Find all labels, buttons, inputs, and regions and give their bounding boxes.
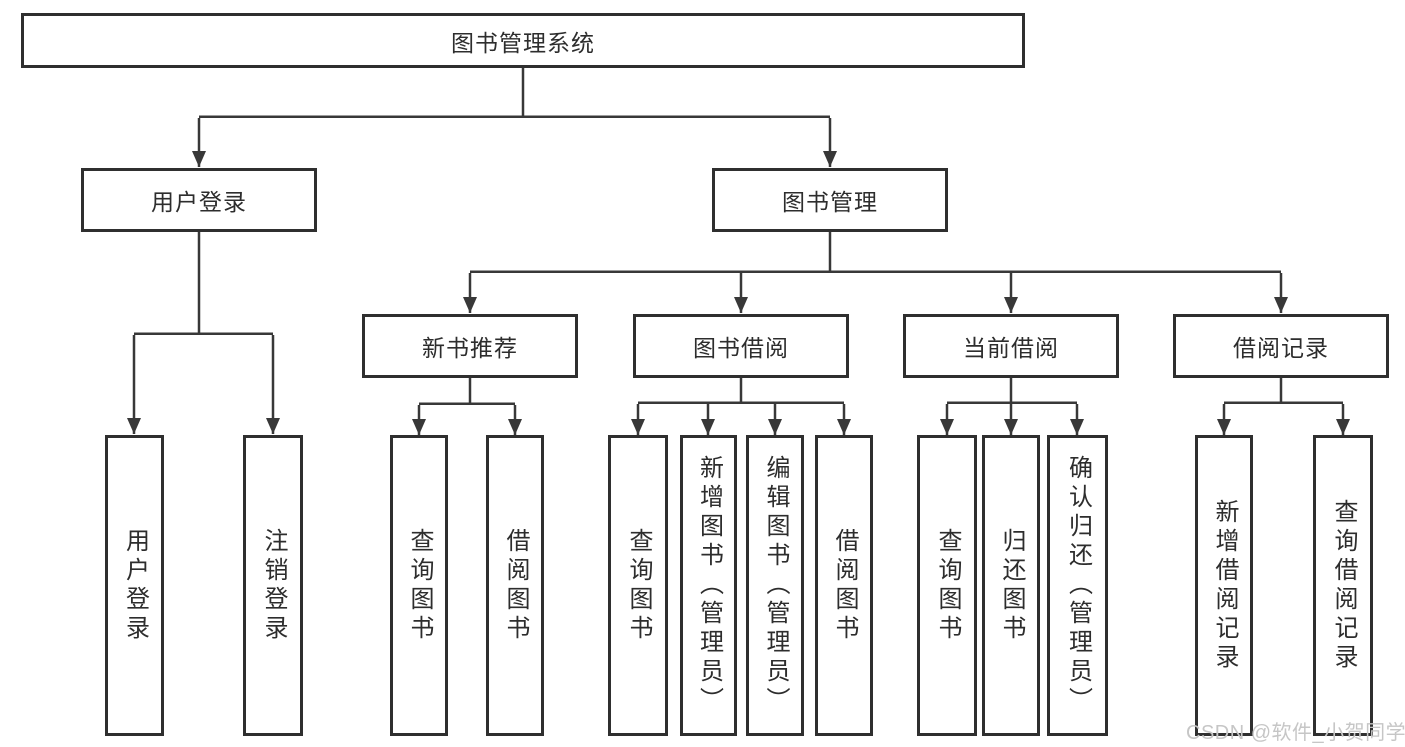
node-nbr-borrow-books-label: 借阅图书 <box>502 527 529 644</box>
node-br-add-record: 新增借阅记录 <box>1195 435 1253 736</box>
edges-current-borrow <box>940 378 1084 435</box>
node-user-login: 用户登录 <box>81 168 317 232</box>
node-bb-query-books: 查询图书 <box>608 435 668 736</box>
node-nbr-query-books-label: 查询图书 <box>406 527 433 644</box>
node-login-label: 用户登录 <box>121 527 149 644</box>
node-root: 图书管理系统 <box>21 13 1025 68</box>
node-new-book-recommend: 新书推荐 <box>362 314 578 378</box>
node-root-label: 图书管理系统 <box>451 29 595 56</box>
csdn-watermark: CSDN @软件_小贺同学 <box>1186 722 1405 744</box>
node-cb-confirm-return-label: 确认归还（管理员） <box>1064 455 1092 716</box>
node-bb-edit-books: 编辑图书（管理员） <box>746 435 804 736</box>
node-book-borrow-label: 图书借阅 <box>693 335 789 361</box>
node-cb-confirm-return: 确认归还（管理员） <box>1047 435 1108 736</box>
edges-root <box>192 68 837 167</box>
node-bb-edit-books-label: 编辑图书（管理员） <box>762 455 789 716</box>
node-bb-borrow-books-label: 借阅图书 <box>831 527 858 644</box>
node-bb-add-books: 新增图书（管理员） <box>680 435 737 736</box>
node-bb-borrow-books: 借阅图书 <box>815 435 873 736</box>
edges-book-management <box>463 232 1288 313</box>
node-logout: 注销登录 <box>243 435 303 736</box>
node-nbr-borrow-books: 借阅图书 <box>486 435 544 736</box>
node-current-borrow: 当前借阅 <box>903 314 1119 378</box>
node-new-book-recommend-label: 新书推荐 <box>422 335 518 361</box>
node-br-add-record-label: 新增借阅记录 <box>1211 498 1238 673</box>
node-borrow-records: 借阅记录 <box>1173 314 1389 378</box>
node-book-borrow: 图书借阅 <box>633 314 849 378</box>
edges-new-book-recommend <box>412 378 522 435</box>
node-cb-return-books-label: 归还图书 <box>998 527 1025 644</box>
edges-book-borrow <box>631 378 851 435</box>
edges-borrow-records <box>1217 378 1350 435</box>
node-current-borrow-label: 当前借阅 <box>963 335 1059 361</box>
node-bb-query-books-label: 查询图书 <box>625 527 652 644</box>
node-cb-return-books: 归还图书 <box>982 435 1040 736</box>
node-book-management: 图书管理 <box>712 168 948 232</box>
node-user-login-label: 用户登录 <box>151 189 247 215</box>
node-login: 用户登录 <box>105 435 164 736</box>
node-cb-query-books: 查询图书 <box>917 435 977 736</box>
node-bb-add-books-label: 新增图书（管理员） <box>695 455 723 716</box>
node-br-query-record: 查询借阅记录 <box>1313 435 1373 736</box>
node-br-query-record-label: 查询借阅记录 <box>1330 498 1357 673</box>
node-cb-query-books-label: 查询图书 <box>934 527 961 644</box>
edges-user-login <box>127 232 280 434</box>
node-book-management-label: 图书管理 <box>782 189 878 215</box>
node-nbr-query-books: 查询图书 <box>390 435 448 736</box>
node-borrow-records-label: 借阅记录 <box>1233 335 1329 361</box>
node-logout-label: 注销登录 <box>260 527 287 644</box>
